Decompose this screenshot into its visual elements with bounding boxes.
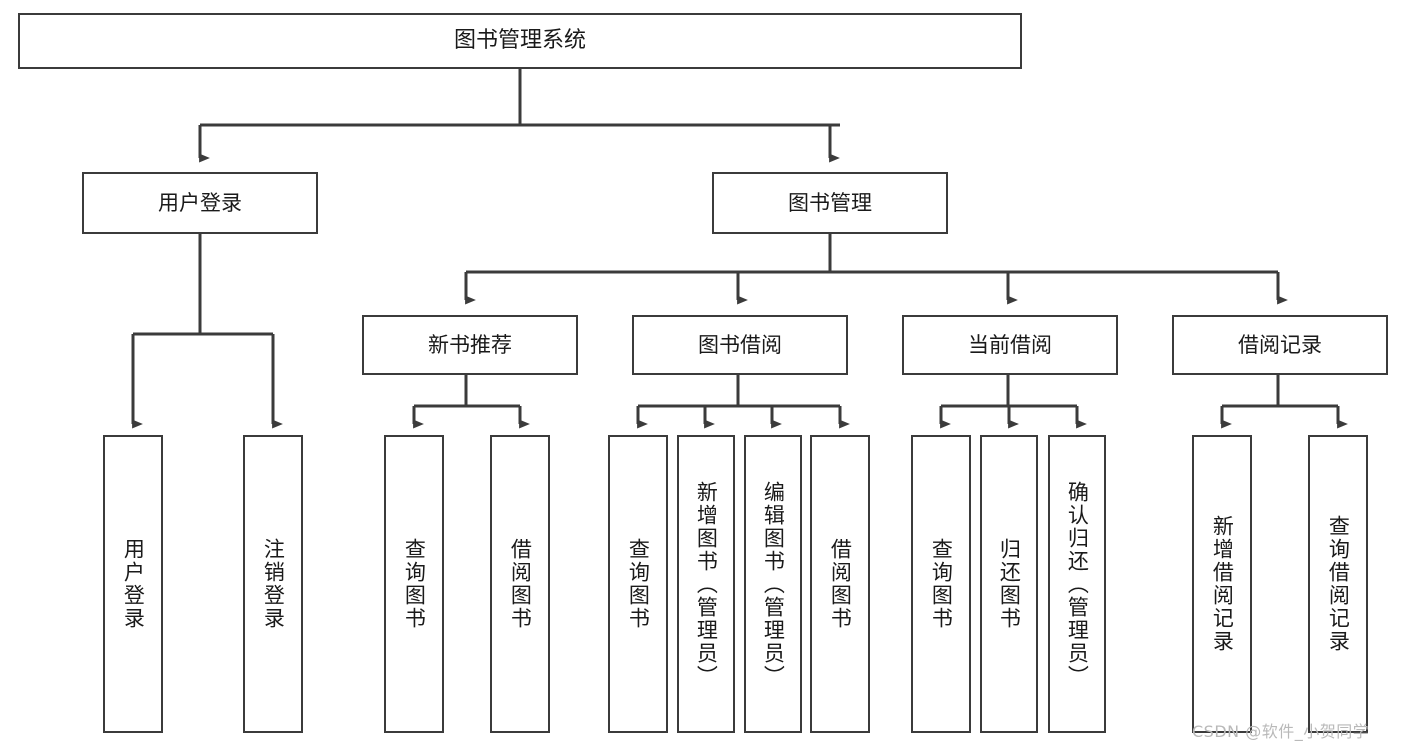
node-label: 借阅记录: [1238, 332, 1322, 357]
node-label: 当前借阅: [968, 332, 1052, 357]
node-user-login[interactable]: 用户登录: [82, 172, 318, 234]
node-leaf-return-book[interactable]: 归还图书: [980, 435, 1038, 733]
node-leaf-add-book[interactable]: 新增图书（管理员）: [677, 435, 735, 733]
node-leaf-query-book-1[interactable]: 查询图书: [384, 435, 444, 733]
node-label: 确认归还（管理员）: [1065, 480, 1090, 688]
node-label: 新增图书（管理员）: [694, 480, 719, 688]
node-book-borrow[interactable]: 图书借阅: [632, 315, 848, 375]
node-label: 用户登录: [121, 538, 146, 630]
node-label: 查询借阅记录: [1326, 515, 1351, 653]
csdn-watermark: CSDN @软件_小贺同学: [1192, 722, 1370, 741]
node-label: 借阅图书: [828, 538, 853, 630]
node-new-book-recommend[interactable]: 新书推荐: [362, 315, 578, 375]
node-label: 借阅图书: [508, 538, 533, 630]
node-book-management[interactable]: 图书管理: [712, 172, 948, 234]
node-leaf-query-book-2[interactable]: 查询图书: [608, 435, 668, 733]
node-label: 用户登录: [158, 190, 242, 215]
node-label: 归还图书: [997, 538, 1022, 630]
node-leaf-add-record[interactable]: 新增借阅记录: [1192, 435, 1252, 733]
node-label: 编辑图书（管理员）: [761, 480, 786, 688]
node-leaf-user-login[interactable]: 用户登录: [103, 435, 163, 733]
node-label: 新书推荐: [428, 332, 512, 357]
node-leaf-query-book-3[interactable]: 查询图书: [911, 435, 971, 733]
node-label: 新增借阅记录: [1210, 515, 1235, 653]
node-borrow-record[interactable]: 借阅记录: [1172, 315, 1388, 375]
node-label: 图书管理: [788, 190, 872, 215]
node-label: 查询图书: [402, 538, 427, 630]
node-root-book-management-system[interactable]: 图书管理系统: [18, 13, 1022, 69]
node-leaf-borrow-book-2[interactable]: 借阅图书: [810, 435, 870, 733]
node-label: 查询图书: [929, 538, 954, 630]
node-leaf-edit-book[interactable]: 编辑图书（管理员）: [744, 435, 802, 733]
node-label: 查询图书: [626, 538, 651, 630]
node-leaf-borrow-book-1[interactable]: 借阅图书: [490, 435, 550, 733]
node-current-borrow[interactable]: 当前借阅: [902, 315, 1118, 375]
node-label: 图书借阅: [698, 332, 782, 357]
node-leaf-confirm-return[interactable]: 确认归还（管理员）: [1048, 435, 1106, 733]
node-leaf-query-record[interactable]: 查询借阅记录: [1308, 435, 1368, 733]
node-label: 图书管理系统: [453, 28, 586, 54]
node-leaf-logout-login[interactable]: 注销登录: [243, 435, 303, 733]
node-label: 注销登录: [261, 538, 286, 630]
